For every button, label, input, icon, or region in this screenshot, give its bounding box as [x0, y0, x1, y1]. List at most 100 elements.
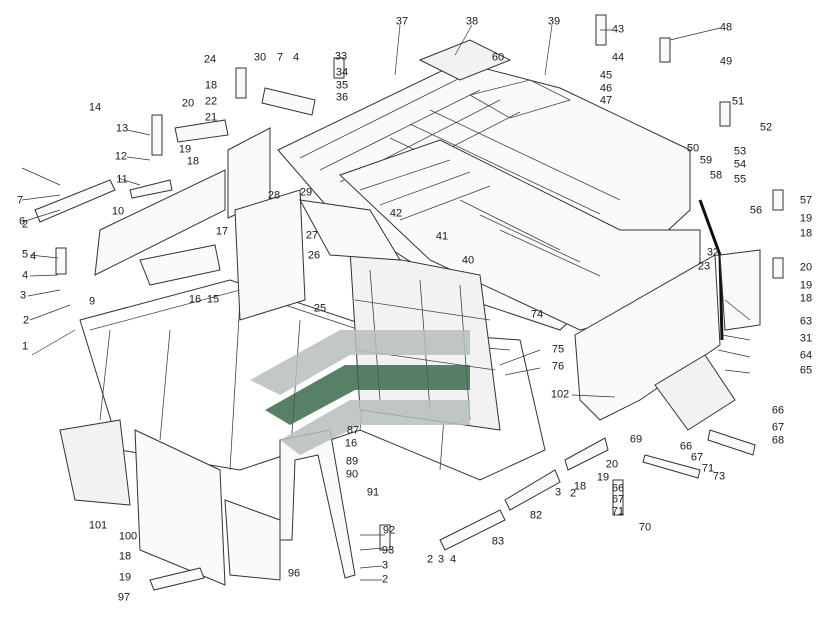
callout-83: 73 [712, 470, 726, 483]
callout-36: 45 [599, 69, 613, 82]
callout-66: 23 [697, 260, 711, 273]
callout-54: 29 [299, 186, 313, 199]
callout-90: 91 [366, 486, 380, 499]
callout-78: 67 [771, 421, 785, 434]
callout-75: 76 [551, 360, 565, 373]
callout-31: 38 [465, 15, 479, 28]
callout-49: 57 [799, 194, 813, 207]
callout-57: 26 [307, 249, 321, 262]
callout-40: 49 [719, 55, 733, 68]
callout-106: 3 [554, 486, 562, 499]
callout-89: 90 [345, 468, 359, 481]
callout-108: 101 [88, 519, 108, 532]
callout-65: 32 [706, 246, 720, 259]
callout-100: 2 [381, 573, 389, 586]
callout-61: 42 [389, 207, 403, 220]
callout-18: 18 [186, 155, 200, 168]
callout-15: 14 [88, 101, 102, 114]
callout-96: 70 [638, 521, 652, 534]
callout-81: 67 [690, 451, 704, 464]
callout-71: 31 [799, 332, 813, 345]
callout-82: 71 [701, 462, 715, 475]
callout-4: 4 [21, 269, 29, 282]
callout-88: 89 [345, 455, 359, 468]
callout-74: 75 [551, 343, 565, 356]
callout-94: 67 [611, 493, 625, 506]
callout-10: 6 [18, 215, 26, 228]
callout-113: 96 [287, 567, 301, 580]
callout-105: 82 [529, 509, 543, 522]
callout-1: 1 [21, 340, 29, 353]
callout-41: 51 [731, 95, 745, 108]
callout-72: 64 [799, 349, 813, 362]
callout-48: 59 [699, 154, 713, 167]
callout-44: 54 [733, 158, 747, 171]
callout-85: 20 [605, 458, 619, 471]
callout-98: 93 [381, 544, 395, 557]
callout-56: 17 [215, 225, 229, 238]
callout-67: 20 [799, 261, 813, 274]
callout-111: 19 [118, 571, 132, 584]
callout-87: 16 [344, 437, 358, 450]
callout-69: 18 [799, 292, 813, 305]
callout-63: 40 [461, 254, 475, 267]
callout-80: 66 [679, 440, 693, 453]
callout-21: 18 [204, 79, 218, 92]
callout-93: 66 [611, 482, 625, 495]
rear-wall [574, 199, 761, 431]
callout-17: 19 [178, 143, 192, 156]
callout-107: 2 [569, 487, 577, 500]
callout-112: 97 [117, 591, 131, 604]
side-panel [94, 127, 306, 321]
callout-62: 41 [435, 230, 449, 243]
callout-35: 44 [611, 51, 625, 64]
callout-102: 2 [426, 553, 434, 566]
callout-43: 53 [733, 145, 747, 158]
callout-22: 24 [203, 53, 217, 66]
callout-52: 56 [749, 204, 763, 217]
callout-68: 19 [799, 279, 813, 292]
callout-42: 52 [759, 121, 773, 134]
callout-97: 92 [382, 524, 396, 537]
callout-11: 10 [111, 205, 125, 218]
door-panel [59, 419, 281, 586]
callout-9: 7 [16, 194, 24, 207]
callout-95: 71 [611, 505, 625, 518]
callout-20: 22 [204, 95, 218, 108]
callout-25: 4 [292, 51, 300, 64]
callout-27: 34 [335, 66, 349, 79]
callout-47: 50 [686, 142, 700, 155]
callout-7: 2 [21, 218, 29, 231]
callout-84: 69 [629, 433, 643, 446]
callout-86: 87 [346, 424, 360, 437]
callout-55: 27 [305, 229, 319, 242]
callout-99: 3 [381, 559, 389, 572]
callout-103: 3 [437, 553, 445, 566]
callout-109: 100 [118, 530, 138, 543]
callout-26: 33 [334, 50, 348, 63]
callout-16: 20 [181, 97, 195, 110]
callout-14: 13 [115, 122, 129, 135]
callout-34: 43 [611, 23, 625, 36]
callout-53: 28 [267, 189, 281, 202]
callout-13: 12 [114, 150, 128, 163]
callout-77: 66 [771, 404, 785, 417]
callout-79: 68 [771, 434, 785, 447]
callout-104: 4 [449, 553, 457, 566]
callout-3: 3 [19, 289, 27, 302]
callout-8: 4 [29, 250, 37, 263]
callout-29: 36 [335, 91, 349, 104]
callout-60: 25 [313, 302, 327, 315]
callout-110: 18 [118, 550, 132, 563]
callout-28: 35 [335, 79, 349, 92]
callout-5: 5 [21, 248, 29, 261]
callout-24: 7 [276, 51, 284, 64]
callout-91: 19 [596, 471, 610, 484]
callout-38: 47 [599, 94, 613, 107]
callout-2: 2 [22, 314, 30, 327]
callout-101: 83 [491, 535, 505, 548]
callout-58: 16 [188, 293, 202, 306]
callout-6: 9 [88, 295, 96, 308]
